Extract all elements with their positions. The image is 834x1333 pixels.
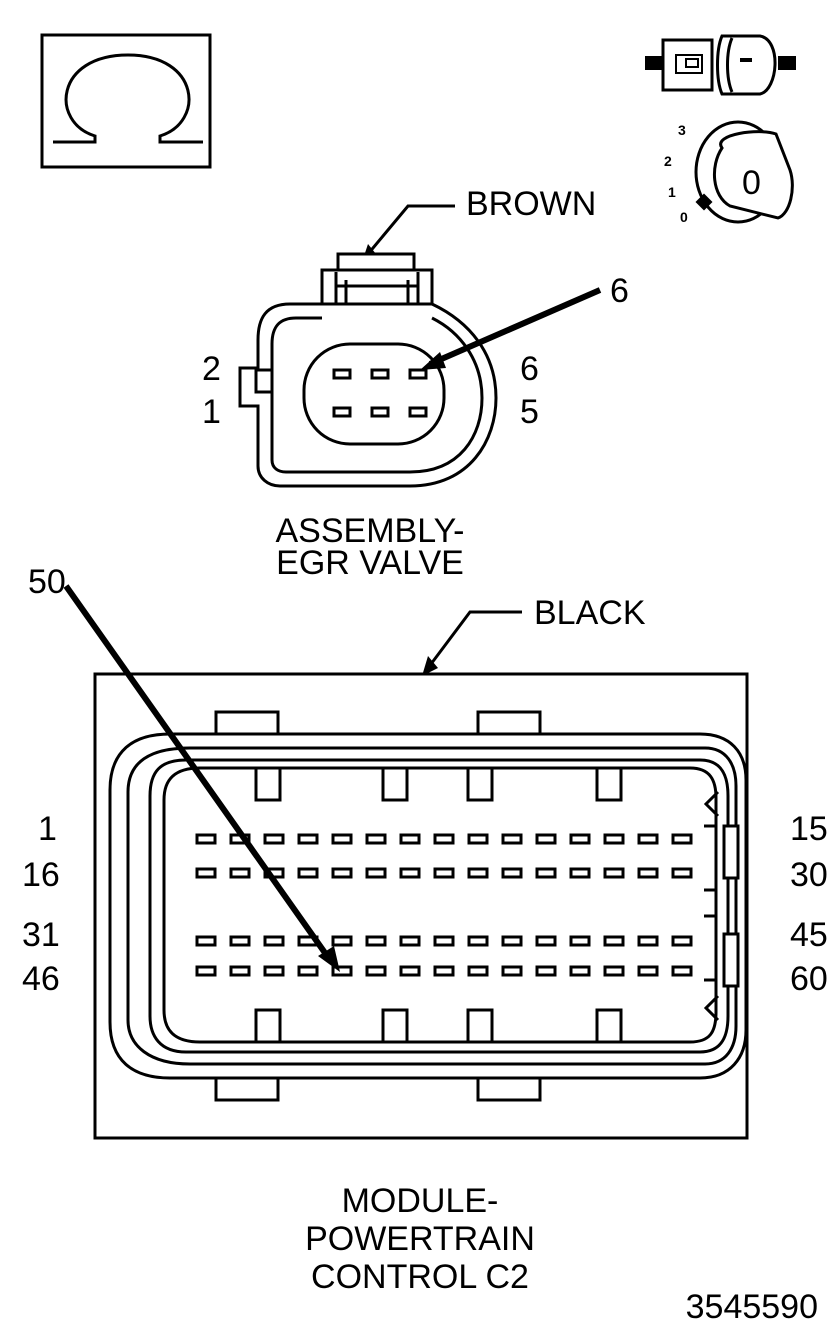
pcm-pin-cavity (331, 965, 353, 977)
pcm-pin-cavity (569, 867, 591, 879)
pcm-pin-cavity (467, 867, 489, 879)
pcm-pin-cavity (195, 833, 217, 845)
pcm-pin-cavity (331, 833, 353, 845)
pcm-pin-cavity (467, 965, 489, 977)
pcm-highlight-pin-label: 50 (28, 563, 66, 601)
pcm-pin-cavity (603, 833, 625, 845)
egr-highlight-pin-label: 6 (610, 272, 629, 310)
ignition-pos-0: 0 (680, 209, 688, 225)
pcm-title-line-3: CONTROL C2 (311, 1258, 529, 1296)
pcm-pin-cavity (467, 935, 489, 947)
pcm-pin-cavity (399, 867, 421, 879)
pcm-left-label-4: 46 (22, 960, 60, 998)
pcm-pin-cavity (229, 965, 251, 977)
pcm-title-line-1: MODULE- (342, 1182, 499, 1220)
pcm-pin-cavity (637, 935, 659, 947)
ohmmeter-icon (40, 33, 212, 169)
pcm-pin-cavity (229, 867, 251, 879)
ignition-pos-3: 3 (678, 122, 686, 138)
pcm-left-label-2: 16 (22, 856, 60, 894)
pcm-right-label-2: 30 (790, 856, 828, 894)
pcm-pin-cavity (637, 833, 659, 845)
connector-disconnect-icon (645, 34, 796, 96)
egr-right-label-bottom: 5 (520, 393, 539, 431)
pcm-pin-cavity (331, 867, 353, 879)
pcm-pin-cavity (331, 935, 353, 947)
pcm-color-label: BLACK (534, 594, 646, 632)
pcm-pin-cavity (535, 867, 557, 879)
pcm-pin-cavity (365, 833, 387, 845)
ignition-key-label: 0 (742, 164, 761, 202)
pcm-pin-cavity (637, 965, 659, 977)
pcm-left-label-1: 1 (38, 810, 57, 848)
pcm-pin-cavity (365, 867, 387, 879)
pcm-title-line-2: POWERTRAIN (305, 1220, 535, 1258)
pcm-pin-cavity (195, 965, 217, 977)
egr-pin-cavity (408, 368, 428, 380)
pcm-pin-cavity (433, 965, 455, 977)
pcm-pin-cavity (501, 935, 523, 947)
pcm-pin-cavity (399, 965, 421, 977)
pcm-pin-cavity (297, 867, 319, 879)
pcm-pin-cavity (433, 935, 455, 947)
pcm-pin-cavity (569, 833, 591, 845)
pcm-pin-cavity (433, 833, 455, 845)
ignition-key-icon: 3 2 1 0 0 (664, 120, 794, 225)
pcm-pin-cavity (399, 935, 421, 947)
egr-title-line-2: EGR VALVE (276, 544, 464, 582)
pcm-pin-cavity (467, 833, 489, 845)
pcm-pin-cavity (263, 833, 285, 845)
pcm-pin-cavity (535, 833, 557, 845)
pcm-pin-cavity (603, 935, 625, 947)
pcm-pin-cavity (501, 965, 523, 977)
egr-color-label: BROWN (466, 185, 596, 223)
pcm-pin-cavity (297, 833, 319, 845)
figure-id: 3545590 (686, 1288, 818, 1326)
pcm-left-label-3: 31 (22, 916, 60, 954)
egr-pin-cavity (332, 368, 352, 380)
ignition-pos-2: 2 (664, 153, 672, 169)
ignition-pos-1: 1 (668, 184, 676, 200)
egr-right-label-top: 6 (520, 350, 539, 388)
pcm-pin-cavity (535, 965, 557, 977)
egr-title-line-1: ASSEMBLY- (276, 512, 465, 550)
pcm-pin-cavity (365, 935, 387, 947)
pcm-pin-cavity (671, 935, 693, 947)
pcm-pin-cavity (671, 833, 693, 845)
pcm-right-label-4: 60 (790, 960, 828, 998)
egr-pin-cavity (370, 368, 390, 380)
pcm-pin-cavity (501, 867, 523, 879)
pcm-pin-cavity (297, 965, 319, 977)
pcm-pin-cavity (399, 833, 421, 845)
pcm-right-label-1: 15 (790, 810, 828, 848)
pcm-pin-cavity (263, 965, 285, 977)
pcm-pin-cavity (195, 935, 217, 947)
pcm-pin-cavity (603, 965, 625, 977)
pcm-pin-cavity (603, 867, 625, 879)
pcm-pin-cavity (569, 965, 591, 977)
pcm-pin-cavity (569, 935, 591, 947)
pcm-pin-cavity (671, 867, 693, 879)
pcm-pin-cavity (365, 965, 387, 977)
pcm-pin-cavity (535, 935, 557, 947)
egr-left-label-top: 2 (202, 350, 221, 388)
pcm-pin-cavity (195, 867, 217, 879)
egr-valve-connector: BROWN 6 2 1 6 5 ASSEMBLY- EGR VALVE (202, 185, 629, 582)
pcm-right-label-3: 45 (790, 916, 828, 954)
egr-pin-cavity (370, 406, 390, 418)
egr-pin-cavity (332, 406, 352, 418)
egr-left-label-bottom: 1 (202, 393, 221, 431)
egr-pin-cavity (408, 406, 428, 418)
pcm-pin-cavity (263, 935, 285, 947)
pcm-pin-cavity (671, 965, 693, 977)
pcm-pin-cavity (229, 935, 251, 947)
pcm-pin-cavity (637, 867, 659, 879)
pcm-pin-cavity (433, 867, 455, 879)
pcm-c2-connector: BLACK 50 1 16 (22, 563, 828, 1296)
pcm-pin-cavity (501, 833, 523, 845)
